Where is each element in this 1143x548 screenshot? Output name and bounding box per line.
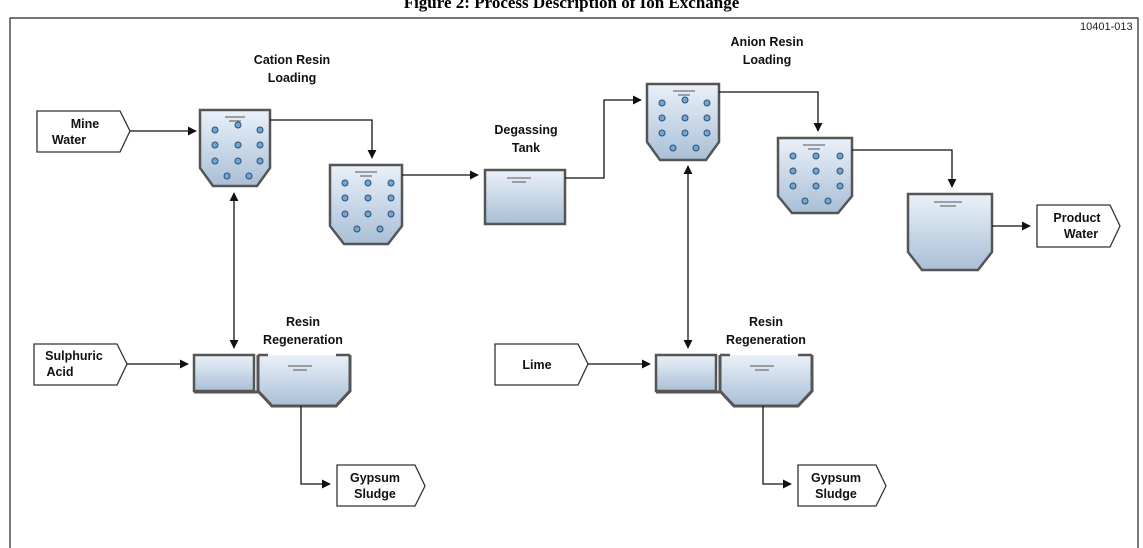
label-resin-regeneration-left: Resin Regeneration xyxy=(263,315,343,347)
svg-text:Tank: Tank xyxy=(512,141,540,155)
svg-text:Regeneration: Regeneration xyxy=(263,333,343,347)
regeneration-unit-left xyxy=(192,353,352,408)
stream-label: Mine xyxy=(71,117,100,131)
svg-text:Degassing: Degassing xyxy=(494,123,557,137)
degassing-tank xyxy=(483,168,567,226)
stream-label: Acid xyxy=(46,365,73,379)
page-title: Figure 2: Process Description of Ion Exc… xyxy=(403,0,740,12)
stream-label: Sludge xyxy=(354,487,396,501)
resin-beads xyxy=(211,121,264,180)
flow-regen-to-gypsum-right xyxy=(762,406,792,489)
stream-sulphuric-acid: Sulphuric Acid xyxy=(33,343,128,386)
svg-text:Regeneration: Regeneration xyxy=(726,333,806,347)
svg-text:Loading: Loading xyxy=(268,71,317,85)
stream-label: Gypsum xyxy=(350,471,400,485)
stream-label: Gypsum xyxy=(811,471,861,485)
flow-lines xyxy=(127,91,1031,489)
stream-gypsum-sludge-left: Gypsum Sludge xyxy=(336,464,426,507)
stream-label: Lime xyxy=(522,358,551,372)
stream-label: Sludge xyxy=(815,487,857,501)
svg-text:Loading: Loading xyxy=(743,53,792,67)
flow-anion-to-product-tank xyxy=(852,149,957,188)
anion-resin-tank-2 xyxy=(776,136,854,215)
flow-cation1-to-cation2 xyxy=(270,119,377,159)
reference-code: 10401-013 xyxy=(1080,21,1133,33)
flow-degassing-to-anion xyxy=(565,95,642,179)
anion-resin-tank-1 xyxy=(645,82,721,162)
svg-text:Resin: Resin xyxy=(749,315,783,329)
stream-mine-water: Mine Water xyxy=(36,110,131,153)
resin-beads xyxy=(341,179,395,233)
resin-beads xyxy=(658,96,711,152)
cation-resin-tank-2 xyxy=(328,163,404,246)
stream-label: Sulphuric xyxy=(45,349,103,363)
stream-label: Product xyxy=(1053,211,1101,225)
stream-gypsum-sludge-right: Gypsum Sludge xyxy=(797,464,887,507)
stream-label: Water xyxy=(1064,227,1098,241)
label-degassing-tank: Degassing Tank xyxy=(494,123,557,155)
regeneration-unit-right xyxy=(654,353,814,408)
resin-beads xyxy=(789,152,844,205)
svg-text:Cation Resin: Cation Resin xyxy=(254,53,330,67)
label-cation-resin-loading: Cation Resin Loading xyxy=(254,53,330,85)
figure-frame xyxy=(9,17,1139,548)
label-anion-resin-loading: Anion Resin Loading xyxy=(731,35,804,67)
label-resin-regeneration-right: Resin Regeneration xyxy=(726,315,806,347)
stream-label: Water xyxy=(52,133,86,147)
svg-text:Anion Resin: Anion Resin xyxy=(731,35,804,49)
stream-lime: Lime xyxy=(494,343,589,386)
cation-resin-tank-1 xyxy=(198,108,272,188)
flow-anion1-to-anion2 xyxy=(719,91,823,132)
stream-product-water: Product Water xyxy=(1036,204,1121,248)
flow-regen-to-gypsum-left xyxy=(300,406,331,489)
product-water-tank xyxy=(906,192,994,272)
svg-text:Resin: Resin xyxy=(286,315,320,329)
